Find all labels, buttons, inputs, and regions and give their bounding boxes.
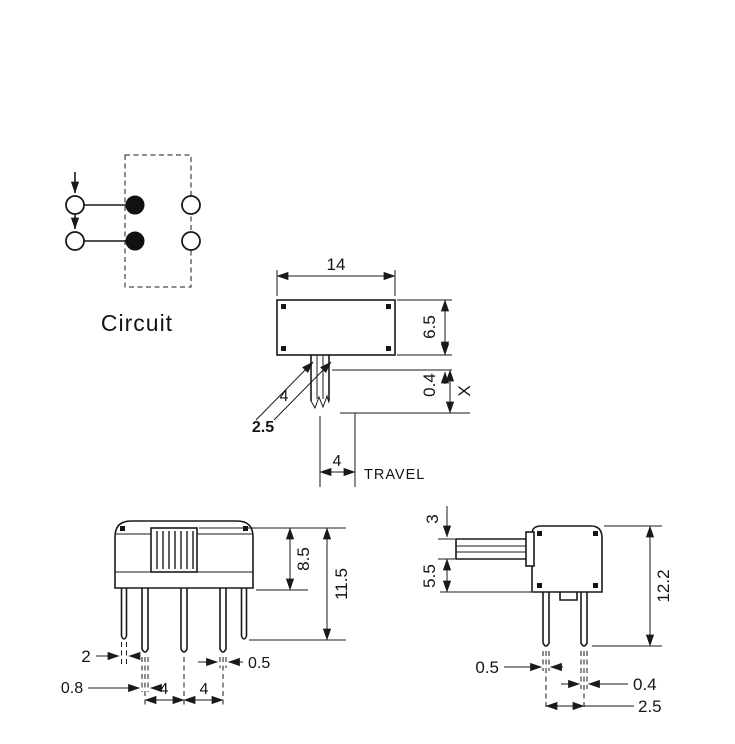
terminal-open-4 bbox=[181, 231, 201, 251]
pin-thickness-dimension: 0.8 bbox=[61, 680, 163, 697]
dim-pin-width-label: 0.5 bbox=[248, 655, 270, 672]
circuit-label: Circuit bbox=[101, 310, 173, 336]
width-dimension: 14 bbox=[276, 255, 396, 296]
moving-contact-dashed-box bbox=[124, 154, 192, 288]
front-height-dimensions: 8.5 11.5 bbox=[199, 527, 351, 641]
terminal-common-1 bbox=[125, 195, 145, 215]
base-height-dimension: 5.5 bbox=[420, 558, 531, 593]
dim-pin-thickness-label: 0.8 bbox=[61, 680, 83, 697]
dim-knob-height-label: 8.5 bbox=[294, 547, 313, 571]
terminal-open-2 bbox=[65, 231, 85, 251]
stem-flange bbox=[525, 531, 535, 567]
terminal-open-3 bbox=[181, 195, 201, 215]
dim-base-height-label: 5.5 bbox=[420, 564, 439, 588]
mount-leg-right bbox=[240, 588, 248, 640]
stem-height-dimension: 3 bbox=[423, 506, 457, 540]
front-view: 2 0.8 0.5 4 4 8 bbox=[61, 520, 351, 705]
slider-knob bbox=[150, 527, 198, 573]
circuit-diagram: Circuit bbox=[65, 154, 201, 336]
locating-boss bbox=[559, 592, 578, 601]
dim-height-x-label: X bbox=[455, 385, 474, 396]
side-total-height-dimension: 12.2 bbox=[592, 525, 673, 647]
x-dimension: X bbox=[340, 369, 474, 414]
stem-break-symbol bbox=[310, 394, 330, 410]
corner-mark bbox=[593, 583, 598, 588]
side-view-body bbox=[531, 525, 603, 593]
pin-1 bbox=[141, 588, 149, 653]
dim-body-width-label: 14 bbox=[327, 255, 346, 274]
side-pin-pitch-dimension: 2.5 bbox=[545, 697, 662, 716]
dim-stem-width-label: 4 bbox=[280, 388, 289, 405]
top-view-stem bbox=[310, 355, 330, 410]
dim-side-pin-pitch-label: 2.5 bbox=[638, 697, 662, 716]
corner-mark bbox=[281, 346, 286, 351]
side-pin-2 bbox=[580, 592, 588, 647]
top-view: 14 6.5 0.4 X 4 2.5 bbox=[252, 255, 474, 487]
corner-mark bbox=[593, 531, 598, 536]
terminal-open-1 bbox=[65, 195, 85, 215]
corner-mark bbox=[386, 304, 391, 309]
side-view-stem bbox=[455, 531, 535, 567]
side-pin-width-dimension: 0.5 bbox=[475, 658, 563, 677]
travel-dimension: 4 TRAVEL bbox=[319, 413, 425, 487]
corner-mark bbox=[386, 346, 391, 351]
dim-stem-offset-label: 0.4 bbox=[420, 373, 439, 397]
corner-mark bbox=[120, 526, 125, 531]
pin-width-dimension: 0.5 bbox=[198, 655, 270, 672]
dim-pitch-right-label: 4 bbox=[200, 681, 209, 698]
terminal-common-2 bbox=[125, 231, 145, 251]
dim-travel-label: 4 bbox=[333, 453, 342, 470]
corner-mark bbox=[537, 583, 542, 588]
pin-2 bbox=[180, 588, 188, 653]
dim-side-pin-width-label: 0.5 bbox=[475, 658, 499, 677]
dim-body-height-label: 6.5 bbox=[420, 315, 439, 339]
top-view-body bbox=[276, 299, 396, 356]
corner-mark bbox=[281, 304, 286, 309]
pin-3 bbox=[219, 588, 227, 653]
mount-leg-left bbox=[120, 588, 128, 640]
side-pin-thickness-dimension: 0.4 bbox=[561, 675, 657, 694]
stem-width-dimension: 4 2.5 bbox=[252, 361, 332, 436]
side-pin-1 bbox=[542, 592, 550, 647]
leg-width-dimension: 2 bbox=[81, 647, 141, 666]
dim-bracket-width-label: 2 bbox=[81, 647, 90, 666]
travel-text: TRAVEL bbox=[364, 467, 425, 483]
dim-pitch-left-label: 4 bbox=[160, 681, 169, 698]
dim-stem-tip-label: 2.5 bbox=[252, 419, 274, 436]
offset-dimension: 0.4 bbox=[332, 341, 452, 397]
pin-pitch-dimension: 4 4 bbox=[144, 681, 224, 705]
height-dimension: 6.5 bbox=[397, 299, 452, 356]
dim-stem-height-label: 3 bbox=[423, 514, 442, 523]
dim-side-total-height-label: 12.2 bbox=[654, 569, 673, 602]
corner-mark bbox=[537, 531, 542, 536]
dim-front-total-height-label: 11.5 bbox=[332, 568, 351, 600]
dim-side-pin-thickness-label: 0.4 bbox=[633, 675, 657, 694]
side-view: 3 5.5 12.2 0.5 0.4 bbox=[420, 506, 673, 716]
